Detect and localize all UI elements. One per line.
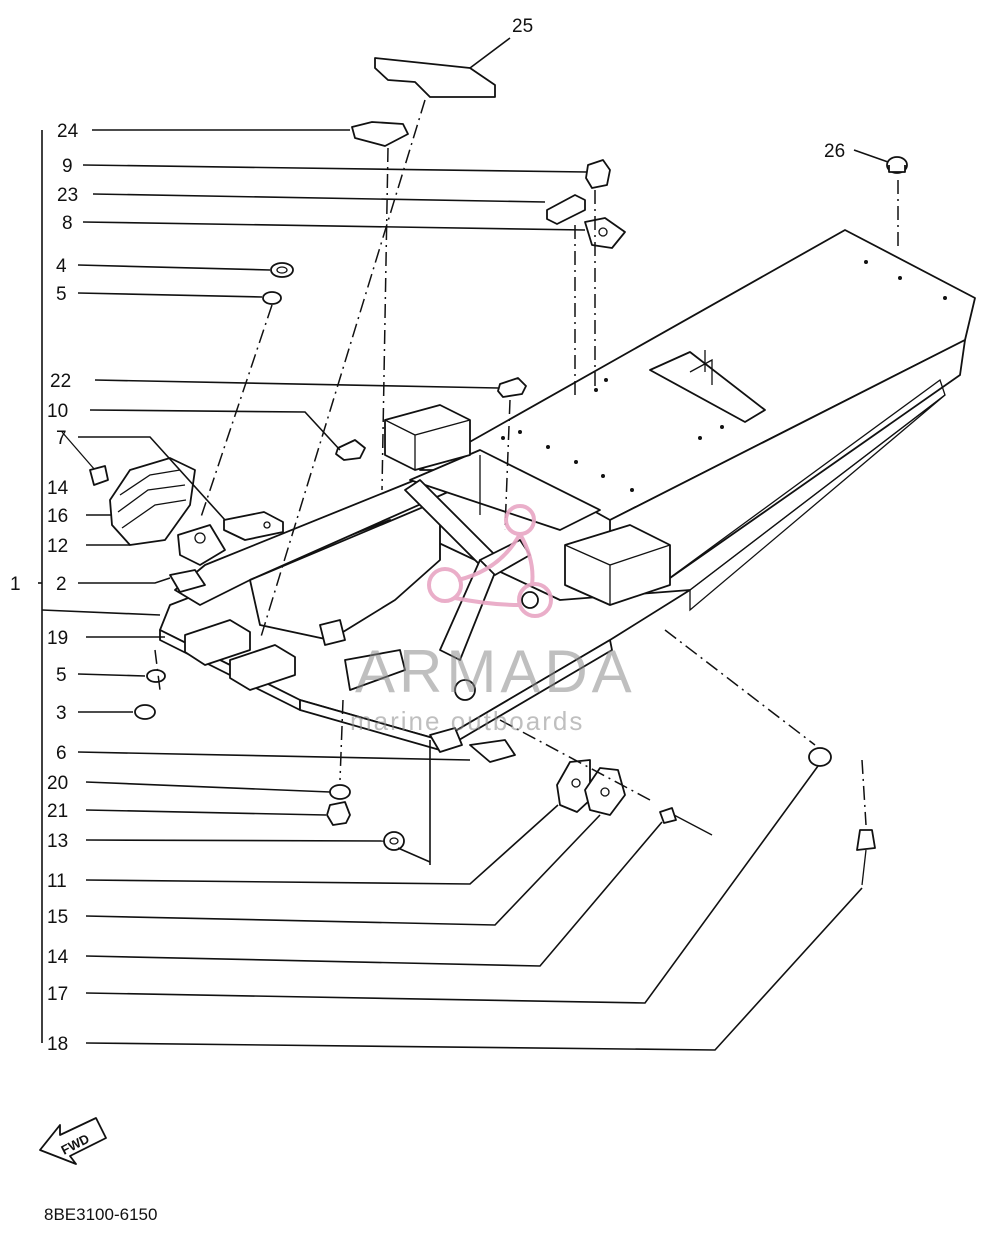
deck-rivets: [501, 260, 947, 492]
part-2-bracket: [169, 569, 206, 593]
callout-18: 18: [47, 1034, 68, 1055]
part-8-bracket: [584, 217, 626, 249]
part-20-washer: [329, 784, 351, 800]
fwd-arrow-icon: FWD: [39, 1117, 107, 1165]
watermark-tagline: marine outboards: [350, 706, 584, 736]
callout-17: 17: [47, 984, 68, 1005]
callout-23: 23: [57, 185, 78, 206]
main-frame-assembly: [159, 229, 976, 763]
part-18-rivet: [856, 829, 876, 886]
callout-labels: 25 24 9 26 23 8 4 5 22 10 7 14 16 12 1 2…: [10, 16, 845, 1055]
callout-20: 20: [47, 773, 68, 794]
callout-4: 4: [56, 256, 67, 277]
callout-8: 8: [62, 213, 73, 234]
part-16-boot: [109, 457, 196, 546]
part-12-mount: [177, 524, 226, 566]
callout-3: 3: [56, 703, 67, 724]
part-25-pad: [374, 57, 496, 98]
part-11-plate: [556, 759, 591, 813]
callout-5-top: 5: [56, 284, 67, 305]
part-26-plug: [886, 156, 908, 174]
callout-21: 21: [47, 801, 68, 822]
part-9-cap-nut: [585, 159, 611, 189]
part-15-plate: [584, 767, 626, 816]
part-5-grommet-top: [262, 291, 282, 305]
callout-9: 9: [62, 156, 73, 177]
callout-2: 2: [56, 574, 67, 595]
callout-22: 22: [50, 371, 71, 392]
callout-15: 15: [47, 907, 68, 928]
callout-1: 1: [10, 574, 21, 595]
leader-lines: [38, 37, 889, 1051]
callout-10: 10: [47, 401, 68, 422]
callout-14-left: 14: [47, 478, 69, 499]
armada-watermark: ARMADA marine outboards: [350, 504, 636, 736]
part-10-block: [335, 439, 366, 461]
part-13-grommet: [383, 831, 405, 851]
callout-19: 19: [47, 628, 68, 649]
part-3-grommet: [134, 704, 156, 720]
part-4-grommet: [270, 262, 294, 278]
part-24-pad: [351, 121, 409, 147]
callout-7: 7: [56, 428, 67, 449]
callout-11: 11: [47, 871, 67, 892]
part-22-block: [497, 377, 527, 398]
armada-logo-icon: [427, 504, 553, 618]
callout-13: 13: [47, 831, 68, 852]
part-5-grommet-bottom: [146, 669, 166, 683]
part-17-cap: [808, 747, 832, 767]
callout-6: 6: [56, 743, 67, 764]
part-14-bolt-left: [61, 431, 109, 486]
callout-24: 24: [57, 121, 79, 142]
callout-14-right: 14: [47, 947, 69, 968]
part-14-bolt-right: [659, 807, 713, 836]
callout-12: 12: [47, 536, 68, 557]
part-21-nut: [326, 801, 351, 826]
callout-5-bottom: 5: [56, 665, 67, 686]
watermark-brand: ARMADA: [355, 638, 636, 705]
callout-26: 26: [824, 141, 845, 162]
diagram-code: 8BE3100-6150: [44, 1205, 157, 1224]
part-7-bracket: [223, 511, 284, 541]
callout-16: 16: [47, 506, 68, 527]
part-23-block: [546, 194, 586, 225]
assembly-center-lines: [154, 99, 899, 826]
callout-25: 25: [512, 16, 533, 37]
